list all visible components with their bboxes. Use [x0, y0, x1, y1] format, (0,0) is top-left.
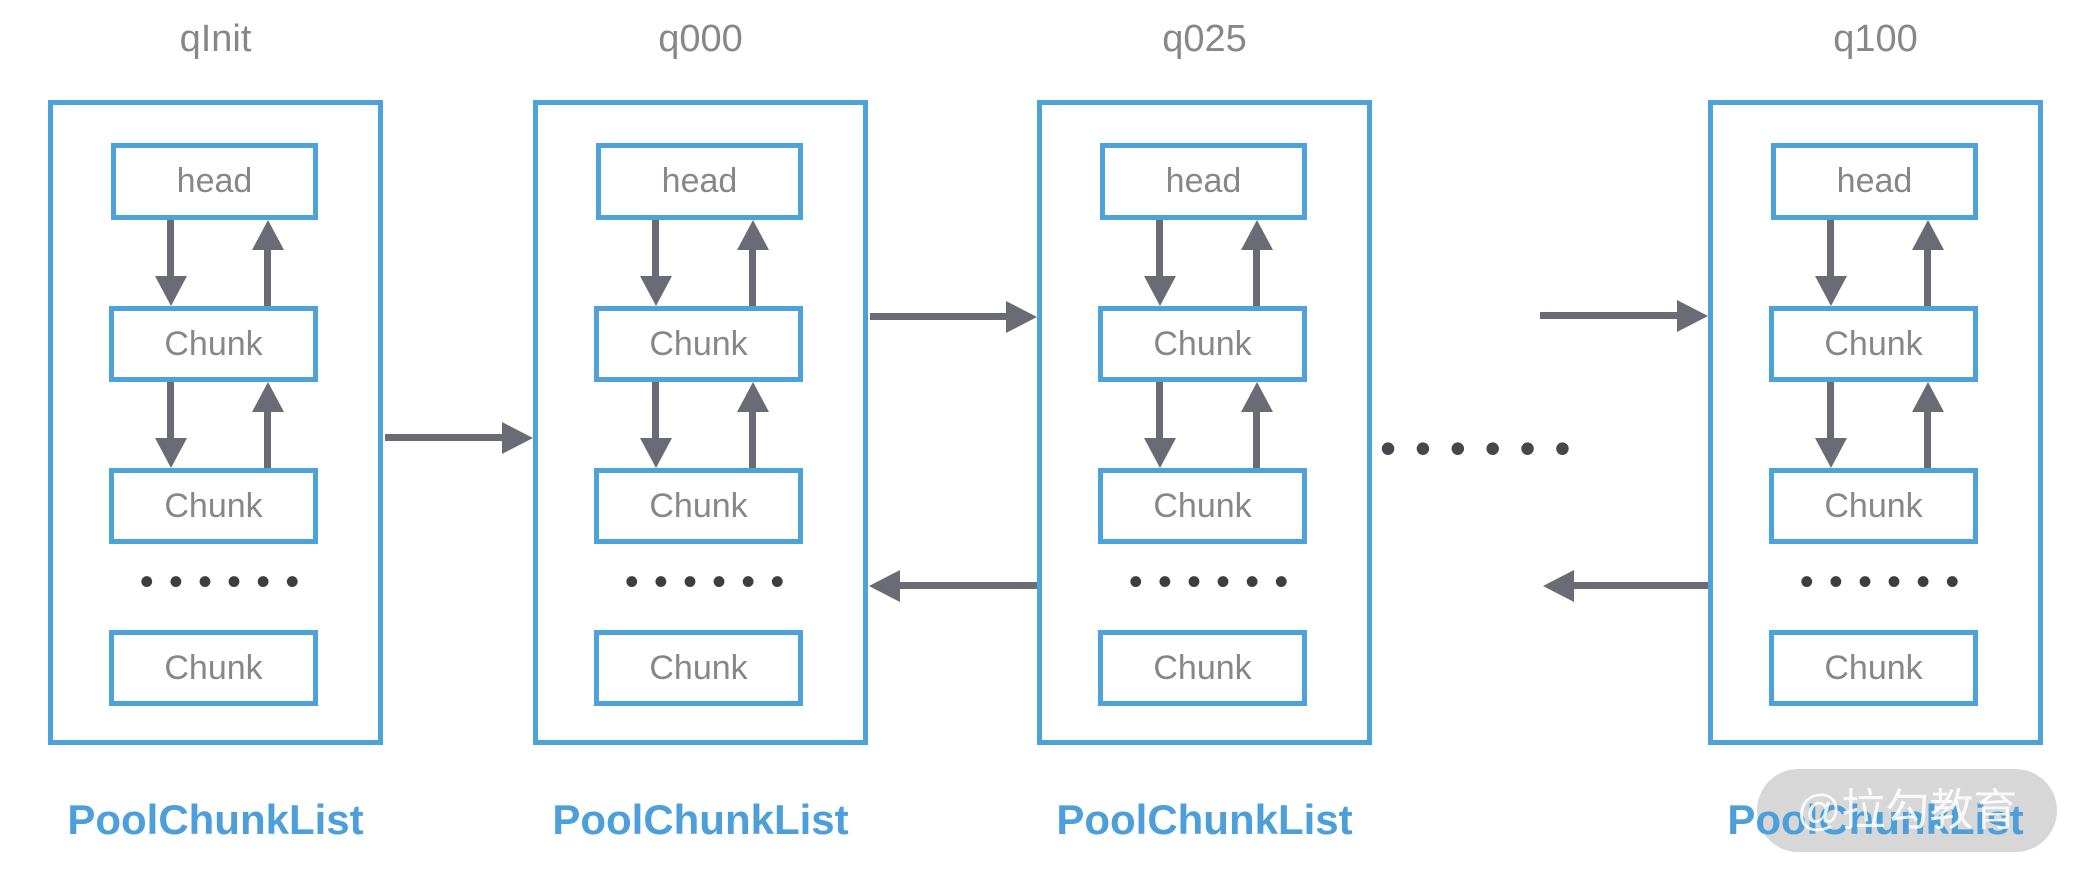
column-title-q025: q025	[1162, 18, 1247, 60]
poolchunklist-box-q100: head Chunk Chunk • • • • • • Chunk	[1708, 100, 2043, 745]
column-title-q000: q000	[658, 18, 743, 60]
chunk-node: Chunk	[594, 630, 803, 706]
arrow-right-icon	[1540, 299, 1708, 332]
arrow-left-icon	[1543, 569, 1708, 602]
arrow-down-icon	[1143, 220, 1176, 306]
arrow-down-icon	[1814, 382, 1847, 468]
head-node: head	[1100, 143, 1307, 220]
arrow-down-icon	[1814, 220, 1847, 306]
arrow-up-icon	[736, 220, 769, 306]
chunk-node: Chunk	[1769, 468, 1978, 544]
arrow-down-icon	[1143, 382, 1176, 468]
poolchunklist-label: PoolChunkList	[67, 796, 364, 843]
poolchunklist-box-q025: head Chunk Chunk • • • • • • Chunk	[1037, 100, 1372, 745]
ellipsis-dots: • • • • • •	[624, 560, 787, 604]
ellipsis-dots: • • • • • •	[139, 560, 302, 604]
arrow-down-icon	[639, 220, 672, 306]
watermark-text: @拉勾教育	[1796, 786, 2018, 835]
chunk-node: Chunk	[594, 468, 803, 544]
arrow-left-icon	[869, 569, 1037, 602]
poolchunklist-box-q000: head Chunk Chunk • • • • • • Chunk	[533, 100, 868, 745]
column-title-qinit: qInit	[179, 18, 252, 60]
arrow-up-icon	[1911, 220, 1944, 306]
arrow-up-icon	[1911, 382, 1944, 468]
arrow-down-icon	[154, 382, 187, 468]
head-node: head	[111, 143, 318, 220]
head-node: head	[1771, 143, 1978, 220]
chunk-node: Chunk	[109, 468, 318, 544]
ellipsis-dots: • • • • • •	[1128, 560, 1291, 604]
watermark-pill	[1757, 769, 2057, 852]
column-title-q100: q100	[1833, 18, 1918, 60]
poolchunklist-label: PoolChunkList	[552, 796, 849, 843]
arrow-right-icon	[870, 300, 1037, 333]
chunk-node: Chunk	[109, 630, 318, 706]
arrow-up-icon	[1240, 382, 1273, 468]
chunk-node: Chunk	[594, 306, 803, 382]
arrow-down-icon	[154, 220, 187, 306]
chunk-node: Chunk	[1098, 468, 1307, 544]
poolchunklist-box-qinit: head Chunk Chunk • • • • • • Chunk	[48, 100, 383, 745]
poolchunklist-label: PoolChunkList	[1056, 796, 1353, 843]
ellipsis-dots: • • • • • •	[1799, 560, 1962, 604]
arrow-up-icon	[251, 220, 284, 306]
arrow-right-icon	[385, 421, 533, 454]
head-node: head	[596, 143, 803, 220]
chunk-node: Chunk	[109, 306, 318, 382]
arrow-down-icon	[639, 382, 672, 468]
gap-ellipsis-dots: • • • • • •	[1380, 422, 1574, 474]
arrow-up-icon	[736, 382, 769, 468]
arrow-up-icon	[251, 382, 284, 468]
chunk-node: Chunk	[1769, 630, 1978, 706]
poolchunklist-label: PoolChunkList	[1727, 796, 2024, 843]
chunk-node: Chunk	[1098, 306, 1307, 382]
arrow-up-icon	[1240, 220, 1273, 306]
chunk-node: Chunk	[1098, 630, 1307, 706]
chunk-node: Chunk	[1769, 306, 1978, 382]
